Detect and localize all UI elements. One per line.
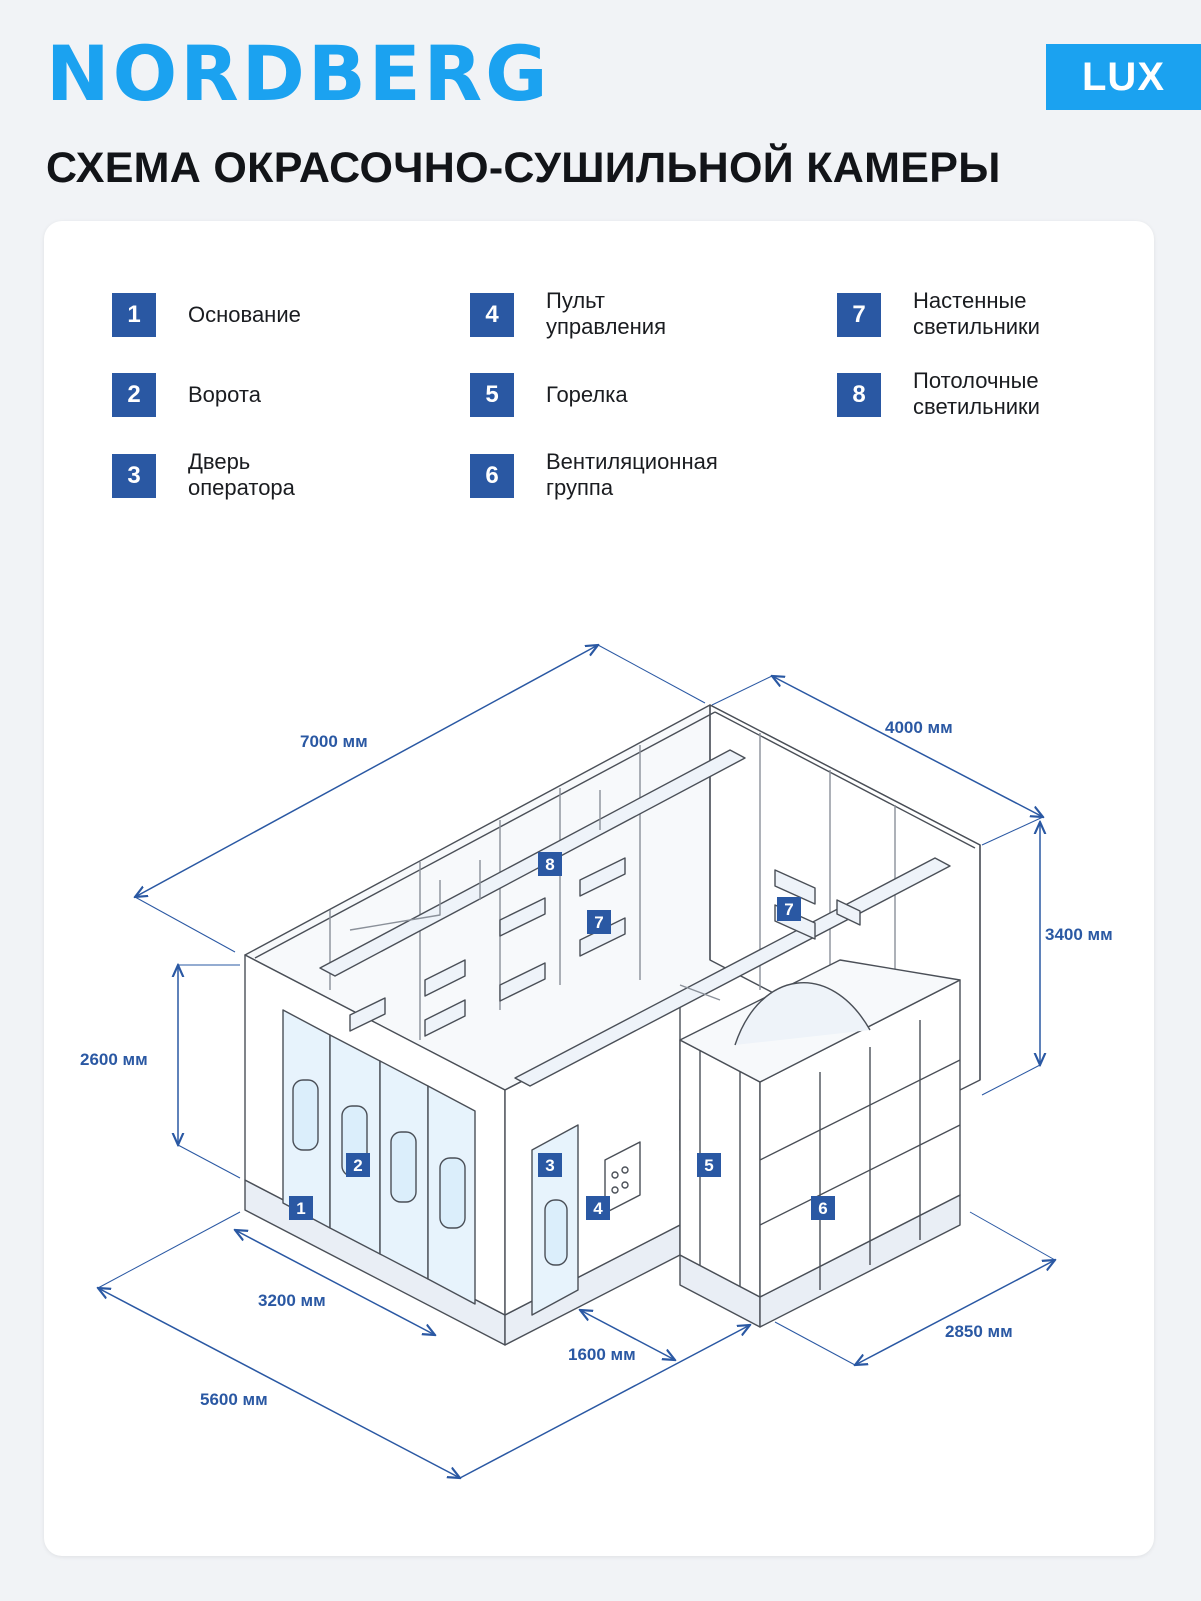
legend-label: Дверь оператора — [188, 449, 295, 500]
model-badge: LUX — [1046, 44, 1201, 110]
booth-structure — [244, 704, 981, 1346]
dim-gate-height: 2600 мм — [80, 1050, 148, 1069]
legend-label: Горелка — [546, 382, 628, 407]
dim-width: 4000 мм — [885, 718, 953, 737]
dim-gate-width: 3200 мм — [258, 1291, 326, 1310]
svg-text:7: 7 — [784, 900, 793, 919]
marker-7: 7 — [777, 897, 801, 921]
svg-text:1: 1 — [296, 1199, 305, 1218]
legend-number: 7 — [837, 293, 881, 337]
marker-5: 5 — [697, 1153, 721, 1177]
legend-number: 8 — [837, 373, 881, 417]
marker-6: 6 — [811, 1196, 835, 1220]
svg-text:2: 2 — [353, 1156, 362, 1175]
legend-label: Основание — [188, 302, 301, 327]
legend-label: Потолочные светильники — [913, 368, 1040, 419]
svg-text:8: 8 — [545, 855, 554, 874]
dim-depth: 5600 мм — [200, 1390, 268, 1409]
legend-number: 3 — [112, 454, 156, 498]
svg-text:7: 7 — [594, 913, 603, 932]
svg-text:6: 6 — [818, 1199, 827, 1218]
marker-3: 3 — [538, 1153, 562, 1177]
extension-lines — [97, 644, 1056, 1366]
legend-label: Настенные светильники — [913, 288, 1040, 339]
legend-number: 4 — [470, 293, 514, 337]
dim-vent-depth: 2850 мм — [945, 1322, 1013, 1341]
legend-number: 5 — [470, 373, 514, 417]
legend-label: Вентиляционная группа — [546, 449, 718, 500]
svg-text:3: 3 — [545, 1156, 554, 1175]
control-panel — [604, 1141, 641, 1214]
legend-label: Пульт управления — [546, 288, 666, 339]
dim-length: 7000 мм — [300, 732, 368, 751]
legend-number: 2 — [112, 373, 156, 417]
svg-text:5: 5 — [704, 1156, 713, 1175]
svg-text:4: 4 — [593, 1199, 603, 1218]
legend-number: 6 — [470, 454, 514, 498]
legend-label: Ворота — [188, 382, 261, 407]
marker-8: 8 — [538, 852, 562, 876]
dimension-lines — [98, 645, 1055, 1478]
marker-7: 7 — [587, 910, 611, 934]
wall-lamps — [349, 857, 861, 1037]
legend-number: 1 — [112, 293, 156, 337]
brand-logo: NORDBERG — [46, 29, 551, 118]
booth-gates — [282, 1009, 476, 1305]
dim-height: 3400 мм — [1045, 925, 1113, 944]
marker-1: 1 — [289, 1196, 313, 1220]
marker-2: 2 — [346, 1153, 370, 1177]
marker-4: 4 — [586, 1196, 610, 1220]
page-title: СХЕМА ОКРАСОЧНО-СУШИЛЬНОЙ КАМЕРЫ — [46, 144, 1001, 192]
dim-door-offset: 1600 мм — [568, 1345, 636, 1364]
